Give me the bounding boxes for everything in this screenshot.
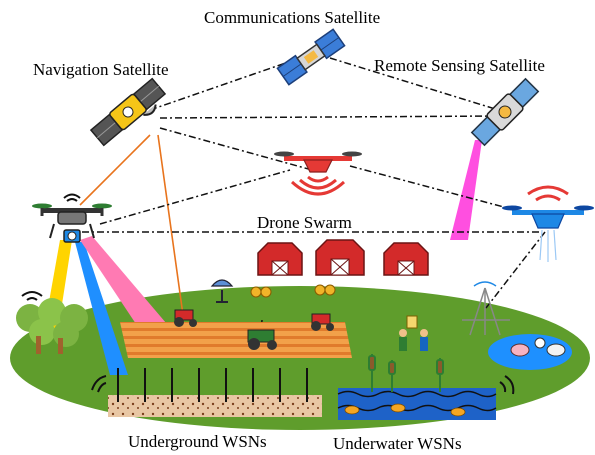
remote-sensing-satellite-icon [470, 77, 540, 147]
nav-link-drone [79, 134, 151, 206]
underground-wsns-label: Underground WSNs [128, 432, 267, 451]
cattle-icon [510, 337, 566, 357]
tree-icon [16, 298, 88, 354]
satellite-dish-icon [210, 279, 234, 303]
wifi-signal-icon [63, 193, 81, 202]
navigation-satellite-label: Navigation Satellite [33, 60, 169, 79]
nav-link-tractor [157, 134, 184, 316]
dash-dot-links [82, 57, 561, 349]
remote-sensing-satellite-label: Remote Sensing Satellite [374, 56, 545, 75]
wave-lines [337, 390, 497, 412]
communications-satellite-label: Communications Satellite [204, 8, 381, 27]
barn-icon [257, 242, 303, 276]
drone-beam-pink [80, 236, 172, 345]
red-drone-icon [274, 151, 362, 196]
navigation-satellite-icon [89, 77, 167, 147]
reed-plant-icon [368, 354, 444, 392]
communications-satellite-icon [276, 28, 346, 86]
wifi-signal-icon [91, 375, 107, 393]
wifi-signal-icon [21, 291, 43, 301]
tractor-icon [247, 329, 277, 350]
irrigation-tower-icon [462, 281, 510, 336]
underwater-area [338, 388, 496, 420]
crop-field [120, 322, 352, 358]
fish-icon [344, 403, 466, 417]
camera-drone-icon [32, 203, 112, 243]
drone-swarm-label: Drone Swarm [257, 213, 352, 232]
tractor-icon [311, 313, 334, 331]
barn-icon [315, 239, 365, 276]
hay-bales [250, 284, 336, 298]
remote-sensing-beam [450, 140, 482, 240]
blue-spraying-drone-icon [502, 185, 594, 262]
barn-icon [383, 242, 429, 276]
drone-beam-blue [75, 242, 128, 375]
crop-plant-icon [117, 368, 308, 402]
pond [488, 334, 572, 370]
tractor-icon [174, 309, 197, 327]
farmer-icon [399, 315, 428, 351]
wifi-signal-icon [499, 375, 515, 395]
underground-soil [108, 395, 322, 417]
underwater-wsns-label: Underwater WSNs [333, 434, 462, 453]
